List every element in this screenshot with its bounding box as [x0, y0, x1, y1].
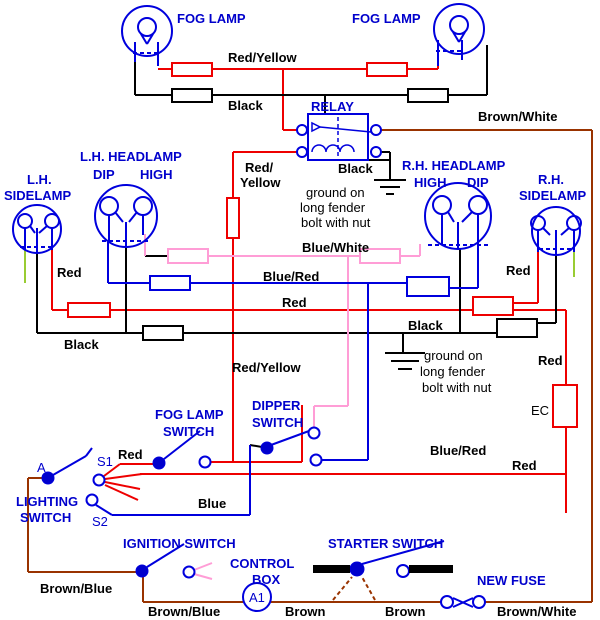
wire-label: Red/: [245, 160, 274, 175]
lighting-switch-s1-terminal: [92, 473, 106, 487]
s2-terminal-label: S2: [92, 514, 108, 529]
lighting-switch-s2-terminal: [85, 493, 99, 507]
ground-note-2: bolt with nut: [422, 380, 492, 395]
dipper-high-terminal: [307, 426, 321, 440]
wire-label: Yellow: [240, 175, 281, 190]
wire-label: Brown/Blue: [40, 581, 112, 596]
wire-label: Blue: [198, 496, 226, 511]
wire-label: Brown/White: [497, 604, 576, 619]
ground-note-1: ground on: [306, 185, 365, 200]
wire-label: Red/Yellow: [228, 50, 298, 65]
lh-headlamp-dip-label: DIP: [93, 167, 115, 182]
ground-note-1: bolt with nut: [301, 215, 371, 230]
wire-label: Brown/White: [478, 109, 557, 124]
relay-label: RELAY: [311, 99, 354, 114]
ignition-in-terminal: [135, 564, 149, 578]
lighting-switch-a-terminal: [41, 471, 55, 485]
fog-switch-label: FOG LAMP: [155, 407, 224, 422]
starter-terminal: [349, 561, 365, 577]
ec-connector: [552, 384, 578, 428]
control-box-label: BOX: [252, 572, 281, 587]
rh-headlamp-dip-label: DIP: [467, 175, 489, 190]
lh-headlamp-high-label: HIGH: [140, 167, 173, 182]
connector-blocks: [67, 62, 578, 428]
rh-sidelamp-label: SIDELAMP: [519, 188, 587, 203]
blue-wires: [52, 242, 479, 568]
lh-headlamp-label: L.H. HEADLAMP: [80, 149, 182, 164]
wire-label: Red: [118, 447, 143, 462]
relay: [296, 113, 382, 161]
lh-sidelamp-label: L.H.: [27, 172, 52, 187]
ec-terminal-label: EC: [531, 403, 549, 418]
fog-switch-in-terminal: [152, 456, 166, 470]
wire-label: Blue/Red: [263, 269, 319, 284]
a-terminal-label: A: [37, 460, 46, 475]
a1-terminal-label: A1: [249, 590, 265, 605]
ignition-switch-label: IGNITION SWITCH: [123, 536, 236, 551]
wire-label: Blue/White: [302, 240, 369, 255]
ignition-out-terminal: [182, 565, 196, 579]
ground-note-2: long fender: [420, 364, 486, 379]
brown-wires: [27, 129, 593, 603]
lighting-switch-label: SWITCH: [20, 510, 71, 525]
dipper-switch-label: SWITCH: [252, 415, 303, 430]
rh-headlamp-high-label: HIGH: [414, 175, 447, 190]
wire-label: Brown: [385, 604, 426, 619]
switch-terminals: [41, 426, 410, 579]
rh-sidelamp-label: R.H.: [538, 172, 564, 187]
fog-lamp-right-label: FOG LAMP: [352, 11, 421, 26]
wire-label: Brown/Blue: [148, 604, 220, 619]
fog-lamp-left: [121, 5, 173, 66]
fog-lamp-right: [433, 3, 485, 66]
wire-label: Red: [282, 295, 307, 310]
green-wires: [24, 250, 575, 283]
wire-label: Red/Yellow: [232, 360, 302, 375]
wire-label: Black: [408, 318, 443, 333]
lighting-switch-label: LIGHTING: [16, 494, 78, 509]
wire-label: Red: [506, 263, 531, 278]
lh-headlamp: [94, 184, 158, 248]
starter-open-terminal: [396, 564, 410, 578]
new-fuse: [440, 595, 486, 609]
dipper-common-terminal: [260, 441, 274, 455]
wire-label: Brown: [285, 604, 326, 619]
dipper-dip-terminal: [309, 453, 323, 467]
ground-note-1: long fender: [300, 200, 366, 215]
rh-headlamp: [424, 182, 492, 250]
fog-switch-out-terminal: [198, 455, 212, 469]
ground-note-2: ground on: [424, 348, 483, 363]
rh-headlamp-label: R.H. HEADLAMP: [402, 158, 506, 173]
lh-sidelamp-label: SIDELAMP: [4, 188, 72, 203]
control-box: [242, 582, 272, 612]
fog-switch-label: SWITCH: [163, 424, 214, 439]
control-box-label: CONTROL: [230, 556, 294, 571]
fog-lamp-left-label: FOG LAMP: [177, 11, 246, 26]
dipper-switch-label: DIPPER: [252, 398, 301, 413]
new-fuse-label: NEW FUSE: [477, 573, 546, 588]
rh-sidelamp: [530, 206, 582, 256]
lh-sidelamp: [12, 204, 62, 254]
wire-label: Blue/Red: [430, 443, 486, 458]
wire-label: Red: [512, 458, 537, 473]
wire-label: Black: [64, 337, 99, 352]
starter-switch-label: STARTER SWITCH: [328, 536, 443, 551]
wire-label: Red: [57, 265, 82, 280]
wire-label: Black: [338, 161, 373, 176]
wire-label: Red: [538, 353, 563, 368]
wire-label: Black: [228, 98, 263, 113]
s1-terminal-label: S1: [97, 454, 113, 469]
starter-switch: [313, 565, 453, 573]
